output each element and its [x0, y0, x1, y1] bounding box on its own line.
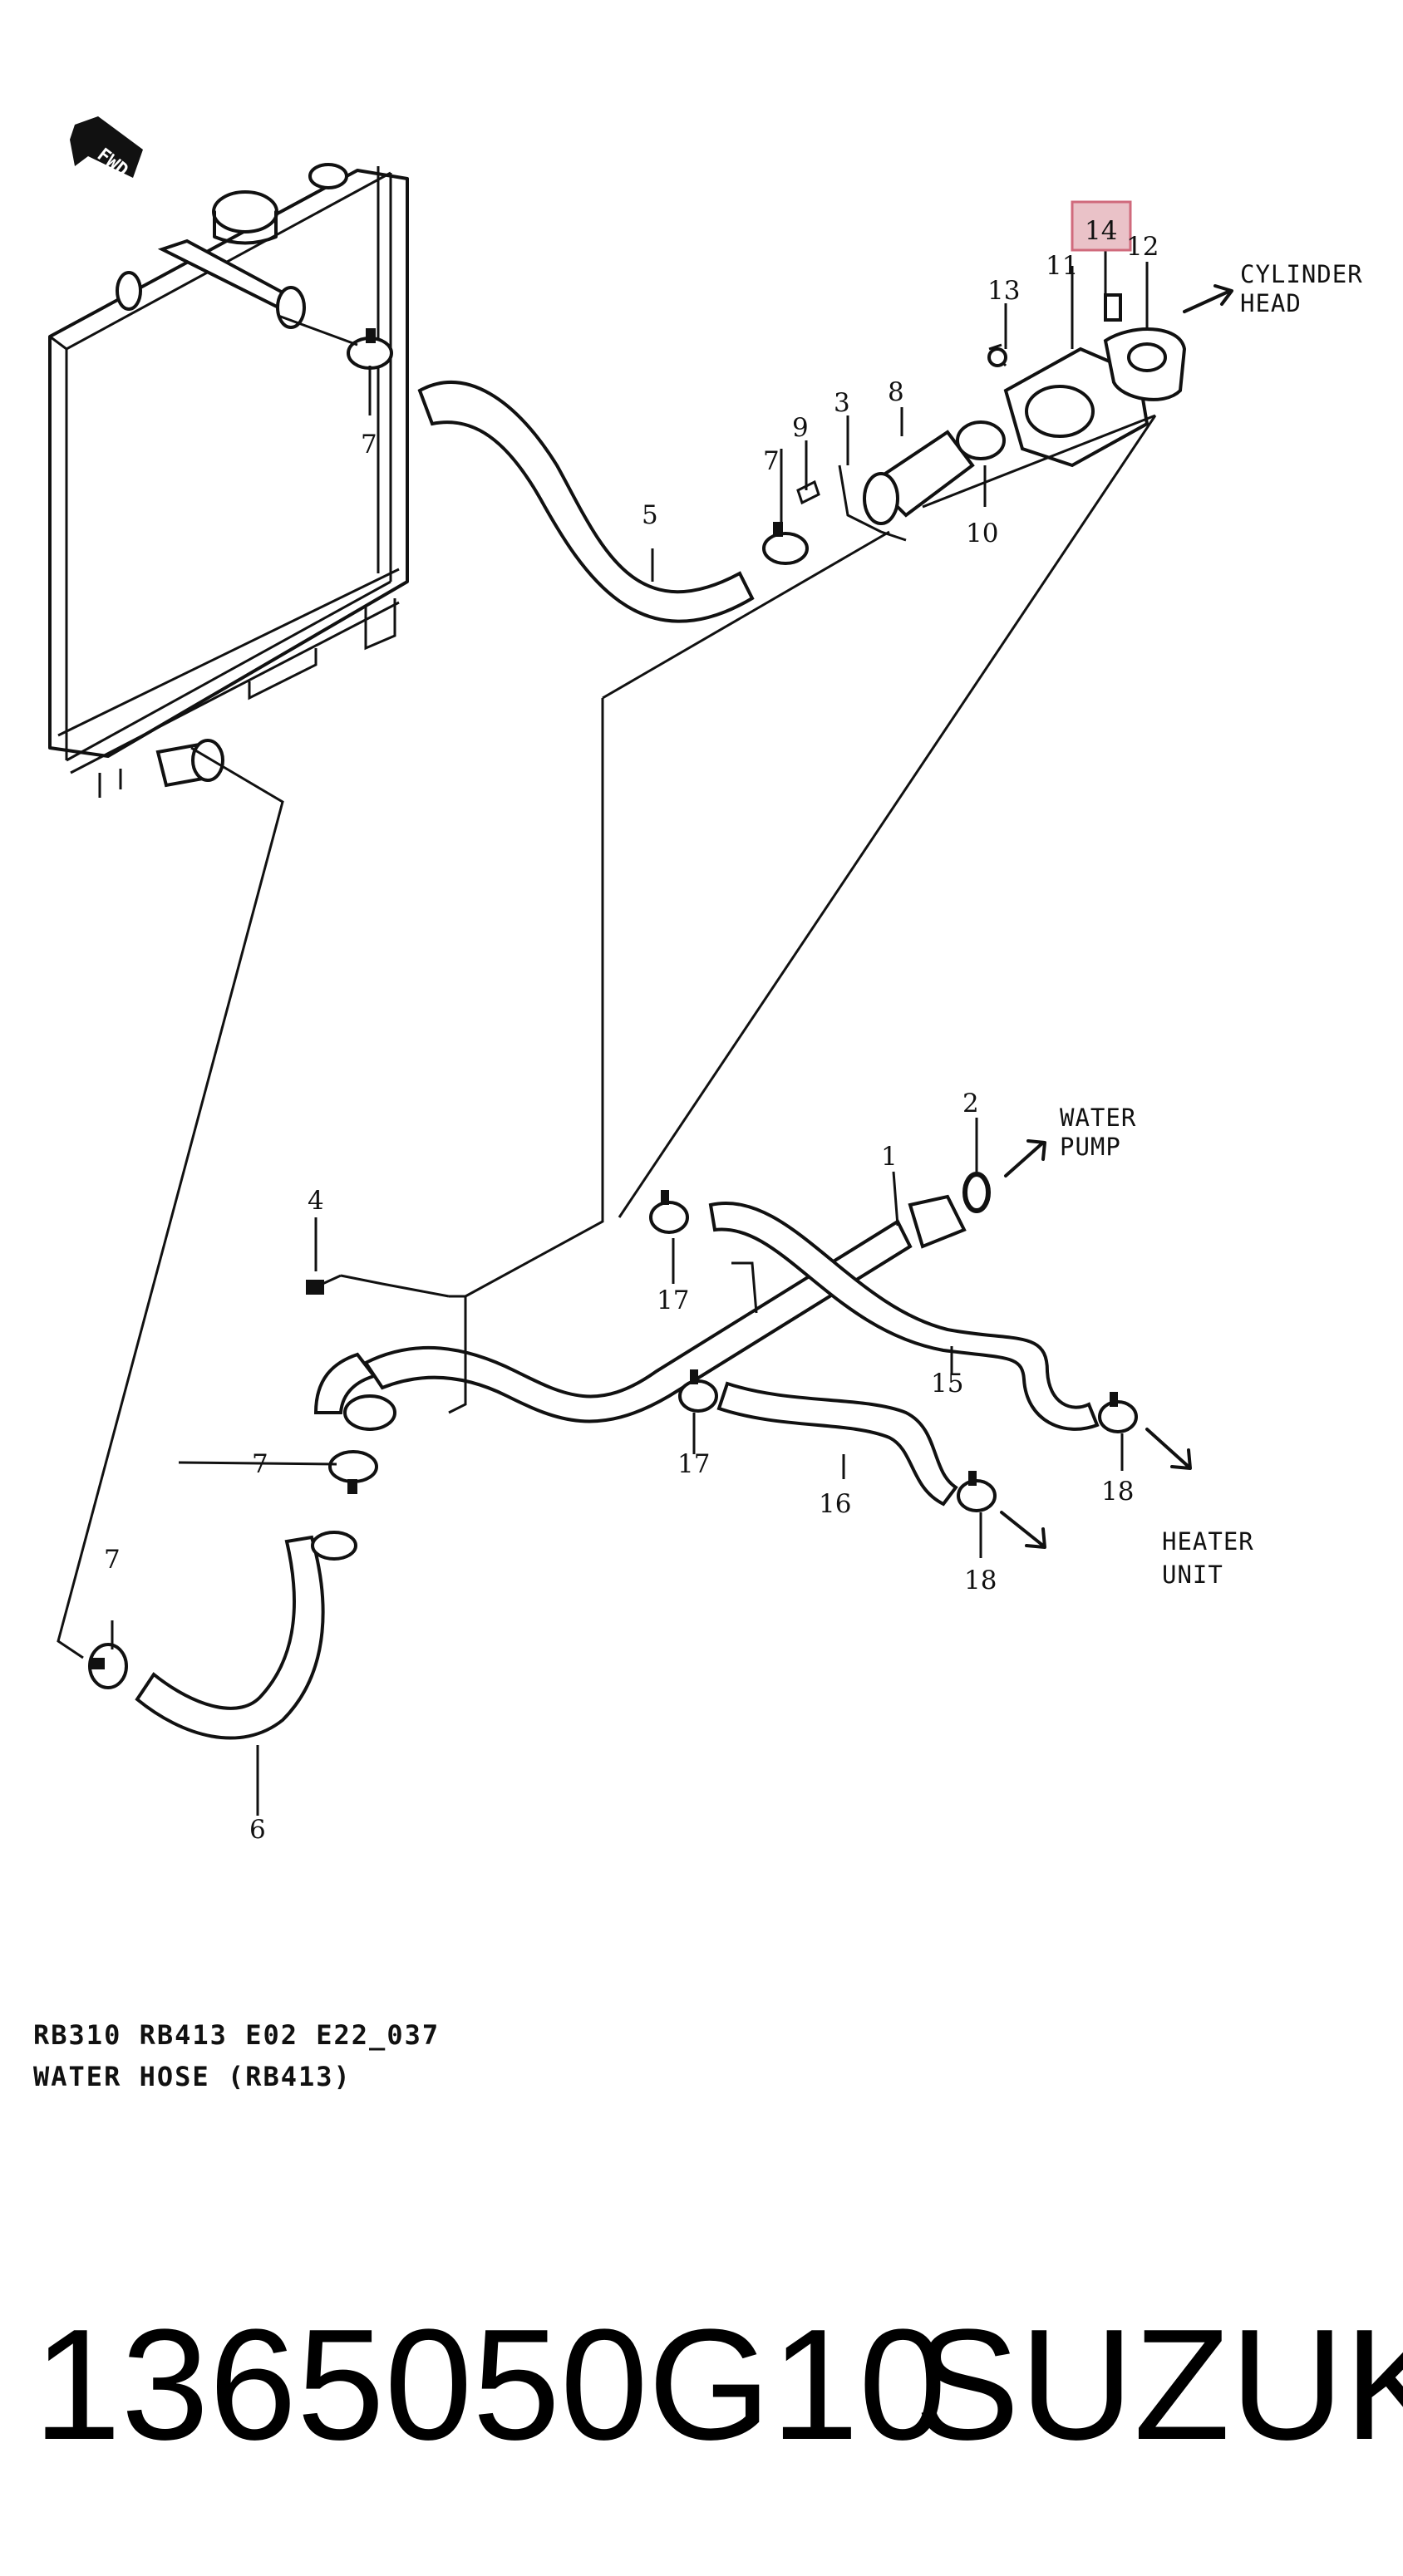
callout-14: 14 — [1085, 216, 1117, 246]
callout-17a: 17 — [657, 1286, 689, 1315]
radiator — [48, 163, 409, 798]
arrow-icon — [1000, 284, 1233, 1549]
callout-12: 12 — [1126, 232, 1159, 262]
note-pump: PUMP — [1060, 1133, 1121, 1161]
guide-lines — [57, 314, 1157, 1659]
callout-1: 1 — [881, 1142, 898, 1172]
highlight-box-14 — [1071, 200, 1132, 252]
hose-5 — [417, 381, 755, 623]
callout-5: 5 — [642, 500, 658, 530]
clamp-7-lower — [328, 1450, 378, 1494]
callout-7b: 7 — [361, 430, 377, 460]
callout-leaders — [111, 249, 1149, 1816]
note-heater: HEATER — [1162, 1527, 1254, 1556]
diagram-code: RB310 RB413 E02 E22_037 — [33, 2019, 440, 2051]
callout-7d: 7 — [104, 1545, 121, 1575]
o-ring-2 — [962, 1172, 991, 1213]
callout-9: 9 — [792, 413, 809, 443]
note-water: WATER — [1060, 1104, 1136, 1132]
destination-notes: CYLINDER HEAD WATER PUMP HEATER UNIT — [1060, 260, 1363, 1589]
clamp-7-mid — [762, 522, 809, 565]
callout-16: 16 — [819, 1489, 851, 1519]
callout-8: 8 — [888, 377, 904, 407]
callout-18b: 18 — [964, 1566, 997, 1595]
callout-11: 11 — [1046, 251, 1078, 281]
note-unit: UNIT — [1162, 1561, 1223, 1589]
note-head: HEAD — [1240, 289, 1302, 317]
callout-3: 3 — [834, 388, 850, 418]
part-number: 1365050G10 — [33, 2297, 947, 2473]
note-cylinder: CYLINDER — [1240, 260, 1363, 288]
clamp-18-a — [1098, 1392, 1138, 1433]
callout-7c: 7 — [252, 1449, 268, 1479]
diagram-title: WATER HOSE (RB413) — [33, 2061, 352, 2092]
callout-10: 10 — [966, 519, 998, 548]
callout-labels: 14 11 12 13 8 3 9 7 10 5 7 2 1 4 17 15 1… — [104, 216, 1159, 1845]
callout-6: 6 — [249, 1815, 266, 1845]
water-pipe — [313, 1194, 967, 1431]
callout-15: 15 — [931, 1369, 963, 1399]
callout-2: 2 — [962, 1089, 979, 1118]
clamp-7-bottom — [88, 1643, 128, 1689]
clamp-17-b — [678, 1369, 718, 1413]
clamp-17-a — [649, 1190, 689, 1234]
hose-16 — [716, 1381, 958, 1507]
fwd-arrow-icon: FWD — [70, 116, 143, 181]
callout-7a: 7 — [763, 446, 780, 476]
bolt-4 — [306, 1274, 342, 1295]
clamp-7-top — [347, 328, 393, 370]
callout-4: 4 — [308, 1186, 324, 1216]
clamp-18-b — [957, 1471, 997, 1512]
thermostat-housing — [796, 293, 1187, 542]
callout-18a: 18 — [1101, 1477, 1134, 1507]
hose-15 — [708, 1202, 1100, 1431]
callout-17b: 17 — [677, 1449, 710, 1479]
hose-6 — [135, 1535, 325, 1740]
callout-13: 13 — [987, 276, 1020, 306]
brand-name: SUZUKI — [914, 2297, 1403, 2473]
